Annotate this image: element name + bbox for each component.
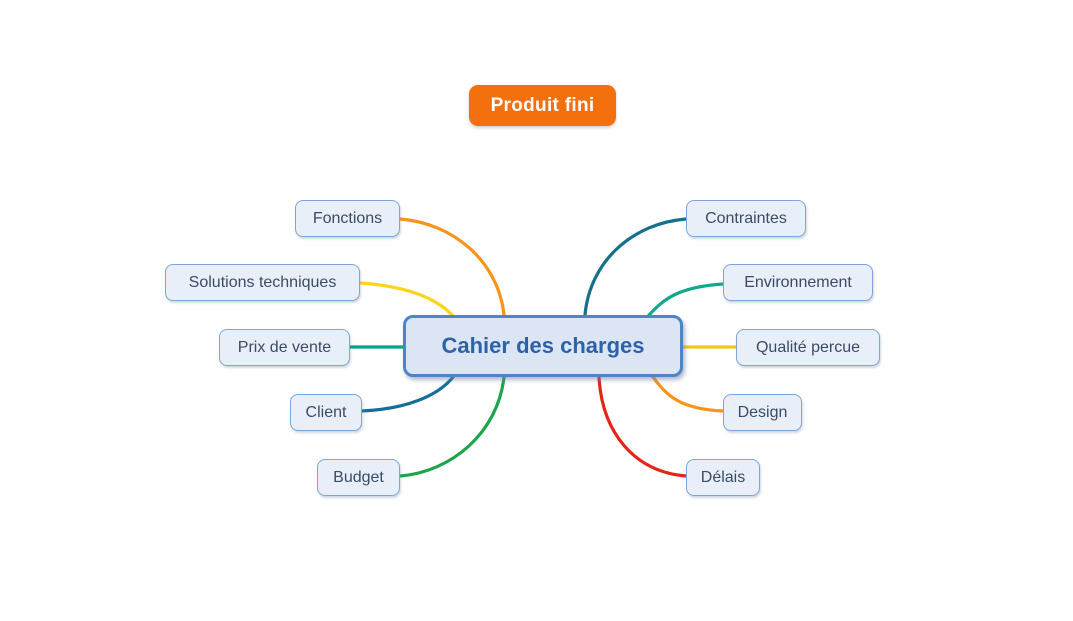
node-central-cahier-des-charges[interactable]: Cahier des charges	[403, 315, 683, 377]
connector-delais	[597, 375, 688, 478]
node-solutions-techniques[interactable]: Solutions techniques	[165, 264, 360, 301]
node-qualite-percue[interactable]: Qualité percue	[736, 329, 880, 366]
node-budget[interactable]: Budget	[317, 459, 400, 496]
connector-solutions	[358, 281, 454, 317]
node-label: Environnement	[744, 273, 852, 291]
node-contraintes[interactable]: Contraintes	[686, 200, 806, 237]
connector-environnement	[647, 282, 725, 317]
connector-fonctions	[398, 217, 506, 317]
node-label: Contraintes	[705, 209, 787, 227]
node-label: Design	[737, 403, 788, 421]
node-client[interactable]: Client	[290, 394, 362, 431]
node-fonctions[interactable]: Fonctions	[295, 200, 400, 237]
node-label: Produit fini	[490, 94, 595, 116]
connector-contraintes	[583, 217, 688, 317]
node-label: Qualité percue	[755, 338, 861, 356]
connector-client	[360, 375, 455, 413]
node-environnement[interactable]: Environnement	[723, 264, 873, 301]
connector-design	[651, 375, 725, 413]
node-prix-de-vente[interactable]: Prix de vente	[219, 329, 350, 366]
node-label: Client	[305, 403, 347, 421]
node-label: Fonctions	[312, 209, 383, 227]
node-label: Prix de vente	[237, 338, 332, 356]
node-label: Budget	[333, 468, 384, 486]
node-label: Solutions techniques	[188, 273, 337, 291]
node-produit-fini[interactable]: Produit fini	[469, 85, 616, 126]
node-design[interactable]: Design	[723, 394, 802, 431]
node-label: Délais	[700, 468, 746, 486]
node-delais[interactable]: Délais	[686, 459, 760, 496]
node-label: Cahier des charges	[441, 333, 645, 358]
connector-budget	[398, 375, 506, 478]
